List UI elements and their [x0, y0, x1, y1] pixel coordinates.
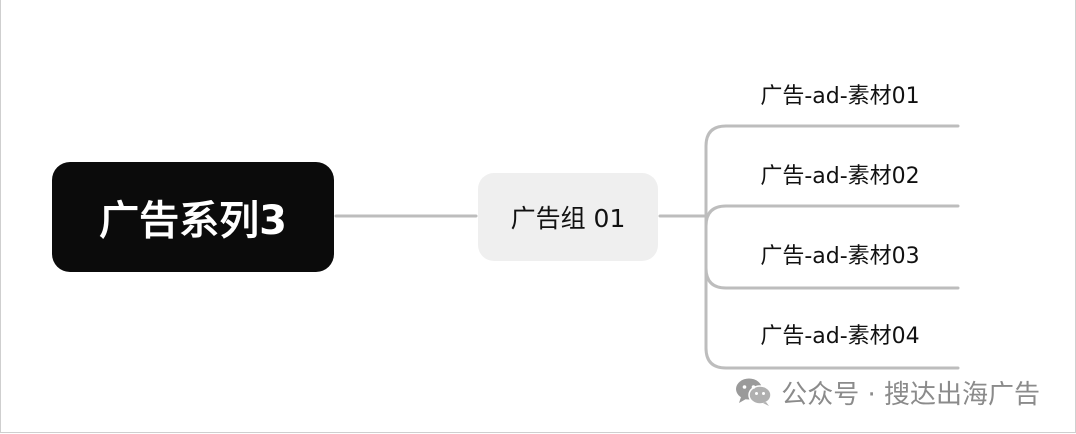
branch-connector-2: [704, 204, 960, 227]
leaf-node-3[interactable]: 广告-ad-素材03: [720, 234, 960, 274]
watermark-text: 公众号 · 搜达出海广告: [781, 379, 1040, 410]
branch-connector-4: [704, 214, 960, 370]
leaf-node-label: 广告-ad-素材03: [760, 244, 920, 269]
leaf-node-label: 广告-ad-素材02: [760, 164, 920, 189]
leaf-node-4[interactable]: 广告-ad-素材04: [720, 314, 960, 354]
ad-group-node[interactable]: 广告组 01: [478, 173, 658, 261]
root-node[interactable]: 广告系列3: [52, 162, 334, 272]
branch-connector-1: [704, 124, 960, 218]
root-node-label: 广告系列3: [99, 198, 287, 244]
leaf-node-label: 广告-ad-素材04: [760, 324, 920, 349]
leaf-node-1[interactable]: 广告-ad-素材01: [720, 74, 960, 114]
leaf-node-2[interactable]: 广告-ad-素材02: [720, 154, 960, 194]
watermark: 公众号 · 搜达出海广告: [735, 372, 1040, 412]
ad-group-node-label: 广告组 01: [510, 204, 626, 233]
wechat-icon: [736, 378, 772, 406]
leaf-node-label: 广告-ad-素材01: [760, 84, 920, 109]
